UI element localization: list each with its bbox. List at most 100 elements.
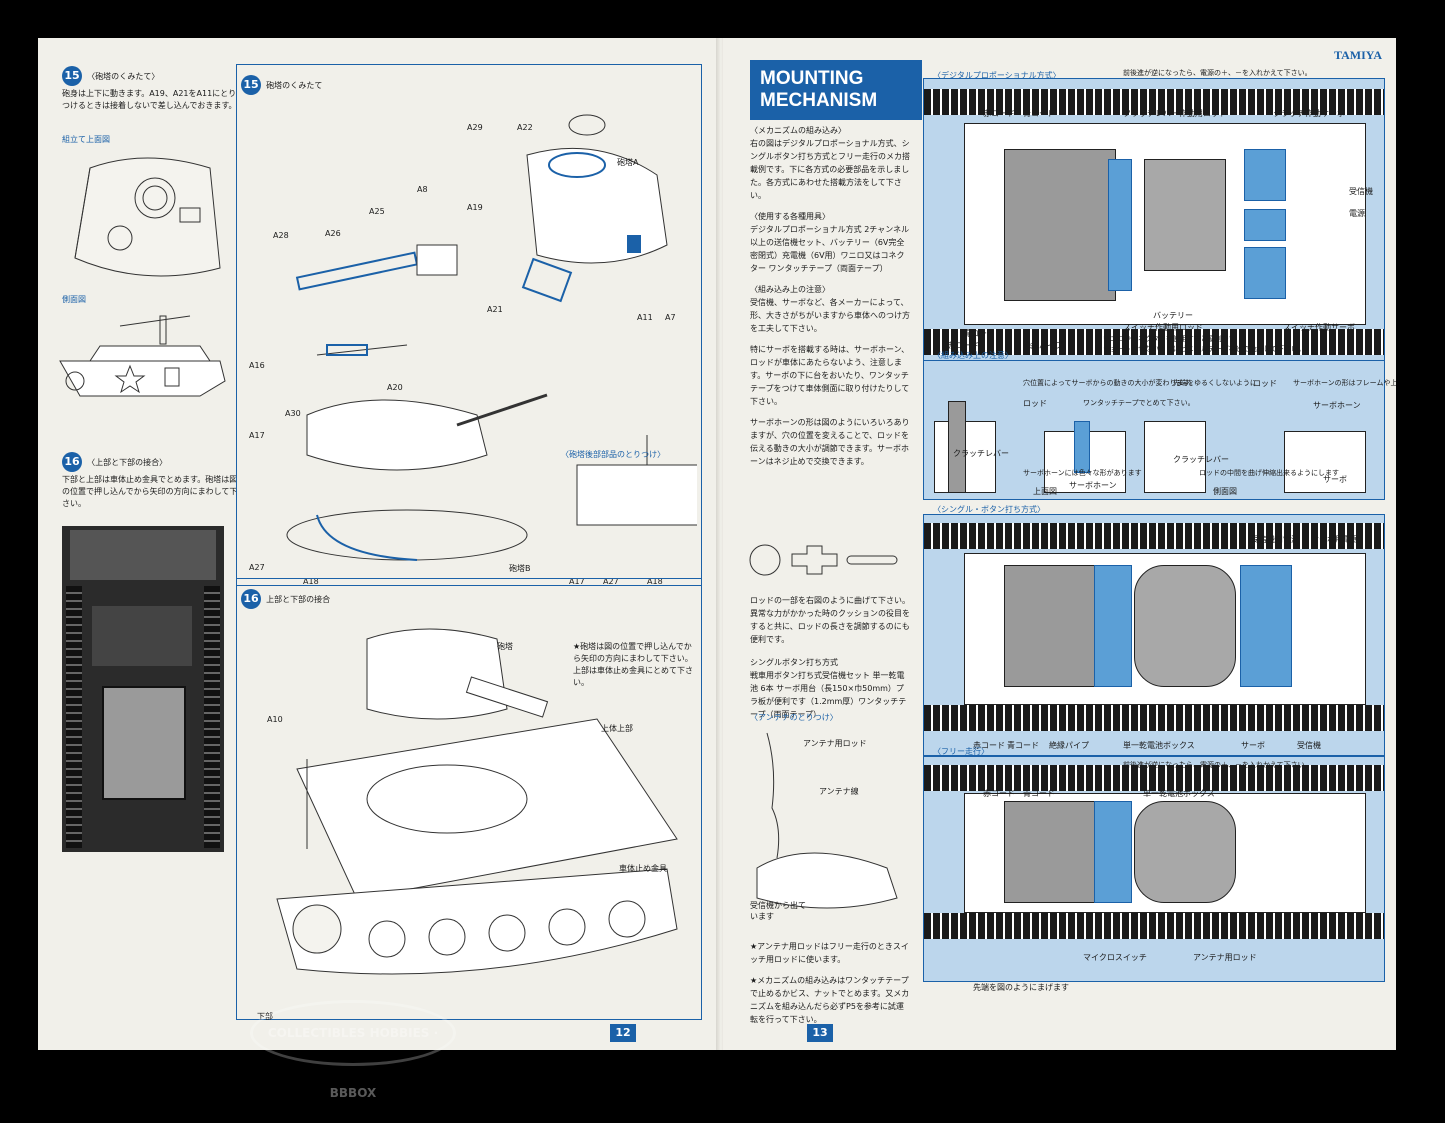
rear-parts-title: 〈砲塔後部部品のとりつけ〉 [561, 450, 666, 459]
diagram-label: ロッド [1023, 399, 1047, 408]
battery-box [1134, 801, 1236, 903]
diagram3-title: 〈シングル・ボタン打ち方式〉 [933, 505, 1045, 514]
part-label: A27 [249, 563, 265, 572]
assembly-note: ★砲塔は図の位置で押し込んでから矢印の方向にまわして下さい。上部は車体止め金具に… [573, 642, 693, 687]
diagram-label: 前後進が逆になったら、電源の＋、－を入れかえて下さい。 [1123, 69, 1312, 77]
part-label: A18 [647, 577, 663, 586]
antenna-label: アンテナ線 [819, 787, 859, 796]
antenna-label: 受信機から出ています [750, 901, 806, 921]
part-label: A16 [249, 361, 265, 370]
side-view-label: 側面図 [62, 295, 86, 304]
part-label: A19 [467, 203, 483, 212]
diagram-label: クラッチレバー [1173, 455, 1229, 464]
servo-note: 特にサーボを搭載する時は、サーボホーン、ロッドが車体にあたらないよう、注意します… [750, 345, 910, 406]
diagram1-title: 〈デジタルプロポーショナル方式〉 [933, 71, 1061, 80]
assembly-label: 砲塔 [497, 642, 513, 651]
turret-exploded-diagram [286, 114, 697, 561]
part-label: A11 [637, 313, 653, 322]
side-clutch-box [1144, 421, 1206, 493]
diagram-label: 電源 [1349, 209, 1365, 218]
gearbox [1004, 801, 1096, 903]
antenna-label: アンテナ用ロッド [803, 739, 867, 748]
track-bottom [924, 329, 1384, 355]
diagram4-title: 〈フリー走行〉 [933, 747, 989, 756]
section-title: MOUNTING MECHANISM [750, 60, 922, 120]
step-title: 〈上部と下部の接合〉 [87, 458, 168, 467]
diagram-label: ワンタッチテープでとめて下さい。 [1083, 399, 1195, 407]
diagram-label: アンテナ用ロッド [1193, 953, 1257, 962]
part-label: A25 [369, 207, 385, 216]
battery [1144, 159, 1226, 271]
servo-horn [1074, 421, 1090, 473]
part-label: 砲塔A [617, 158, 639, 167]
diagram-label: 絶縁パイプ [1049, 741, 1089, 750]
gutter [716, 38, 726, 1050]
diagram-label: 青コード [1023, 109, 1055, 118]
diagram-label: 側面図 [1213, 487, 1237, 496]
diagram-label: クラッチレバー [953, 449, 1009, 458]
battery-box [1134, 565, 1236, 687]
diagram-label: スイッチ作動サーボ [1283, 323, 1355, 332]
diagram-label: 先端をゆるくしないように [1173, 379, 1257, 387]
top-view-label: 組立て上面図 [62, 135, 110, 144]
diagram-label: 単一乾電池ボックス [1123, 741, 1195, 750]
intro-section: 〈メカニズムの組み込み〉 右の図はデジタルプロポーショナル方式、シングルボタン打… [750, 124, 910, 468]
free-running-diagram [923, 756, 1385, 982]
step-text: 砲身は上下に動きます。A19、A21をA11にとりつけるときは接着しないで差し込… [62, 89, 237, 110]
diagram-label: ロッドの中間を曲げ伸縮出来るようにします [1199, 469, 1339, 477]
step-title: 上部と下部の接合 [266, 595, 331, 604]
diagram-label: 先端を図のようにまげます [973, 983, 1069, 992]
part-label: A26 [325, 229, 341, 238]
diagram-label: クラッチレバー作動用ロッド [1123, 109, 1227, 118]
step16-panel: 16 上部と下部の接合 砲塔 A10 上体上部 車体止め金具 下部 ★砲塔は図の… [236, 578, 702, 1021]
mounting-notes-diagram [923, 360, 1385, 500]
track-bottom [924, 705, 1384, 731]
gearbox [1004, 149, 1116, 301]
step-badge: 15 [62, 66, 82, 86]
diagram-label: 受信機用電源 [1251, 535, 1299, 544]
part-label: A20 [387, 383, 403, 392]
tank-assembly-diagram [276, 628, 678, 975]
track-top [924, 89, 1384, 115]
servo-linkage [1108, 159, 1132, 291]
left-page: 15 〈砲塔のくみたて〉 砲身は上下に動きます。A19、A21をA11にとりつけ… [38, 38, 721, 1050]
tank-side-view-drawing [59, 315, 226, 397]
right-page: TAMIYA MOUNTING MECHANISM 〈メカニズムの組み込み〉 右… [723, 38, 1396, 1050]
caution-heading: 〈組み込み上の注意〉 [750, 285, 830, 294]
single-heading: シングルボタン打ち方式 [750, 658, 838, 667]
diagram-label: サーボホーンの形はフレームや上部にあたらない様に [1293, 379, 1396, 387]
diagram-label: 受信機 [1297, 741, 1321, 750]
step15-small-instruction: 15 〈砲塔のくみたて〉 砲身は上下に動きます。A19、A21をA11にとりつけ… [62, 64, 242, 112]
part-label: A29 [467, 123, 483, 132]
step-badge: 16 [241, 589, 261, 609]
part-label: A17 [569, 577, 585, 586]
part-label: A7 [665, 313, 676, 322]
part-label: A17 [249, 431, 265, 440]
single-button-diagram [923, 514, 1385, 756]
diagram-label: 赤コード [983, 109, 1015, 118]
servo-horn-shapes [749, 544, 898, 576]
step-title: 砲塔のくみたて [266, 81, 323, 90]
part-label: A27 [603, 577, 619, 586]
assembly-label: A10 [267, 715, 283, 724]
part-label: A8 [417, 185, 428, 194]
diagram2-title: 〈組み込み上の注意〉 [933, 351, 1013, 360]
equipment-heading: 〈使用する各種用具〉 [750, 212, 830, 221]
rod-section: ロッドの一部を右図のように曲げて下さい。異常な力がかかった時のクッションの役目を… [750, 594, 910, 721]
diagram-label: スイッチ作動用ロッド [1123, 323, 1203, 332]
step15-panel: 15 砲塔のくみたて A29 A22 砲塔A A8 A19 A25 A26 A2… [236, 64, 702, 586]
page-number: 12 [610, 1024, 636, 1042]
intro-text: 右の図はデジタルプロポーショナル方式、シングルボタン打ち方式とフリー走行のメカ搭… [750, 139, 910, 200]
diagram-label: クラッチ作動サーボ [1273, 109, 1345, 118]
diagram-label: サーボ [1323, 475, 1347, 484]
assembly-label: 車体止め金具 [619, 864, 667, 873]
antenna-diagram [756, 732, 898, 909]
antenna-heading: 〈アンテナのとりつけ〉 [750, 713, 838, 722]
caution-text: 受信機、サーボなど、各メーカーによって、形、大きさがちがいますから車体へのつけ方… [750, 298, 910, 333]
diagram-label: サーボホーンには色々な形があります [1023, 469, 1142, 477]
step-text: 下部と上部は車体止め金具でとめます。砲塔は図の位置で押し込んでから矢印の方向にま… [62, 475, 238, 508]
switch-servo [1244, 247, 1286, 299]
step-title: 〈砲塔のくみたて〉 [87, 72, 160, 81]
diagram-label: サーボ用電源 [1311, 535, 1359, 544]
diagram-label: ショートさせないようにビニールテープなどで絶縁して下さい。 [1103, 345, 1306, 353]
